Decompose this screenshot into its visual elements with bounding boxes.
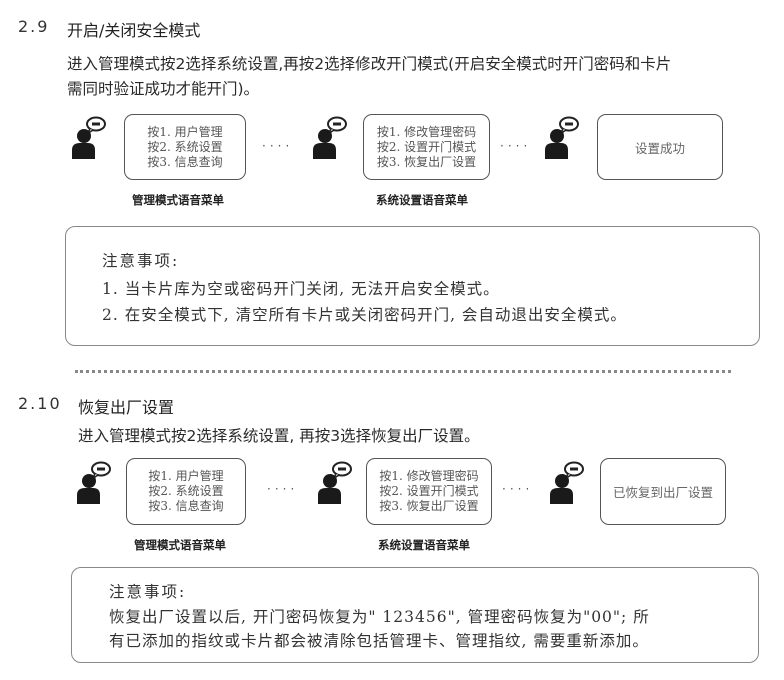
system-voice-menu-box: 按1. 修改管理密码 按2. 设置开门模式 按3. 恢复出厂设置 xyxy=(366,458,492,525)
system-menu-caption: 系统设置语音菜单 xyxy=(378,538,470,552)
section-number: 2.10 xyxy=(18,394,62,413)
section-number: 2.9 xyxy=(18,17,50,36)
notice-line: 2. 在安全模式下, 清空所有卡片或关闭密码开门, 会自动退出安全模式。 xyxy=(102,306,627,324)
notice-line: 1. 当卡片库为空或密码开门关闭, 无法开启安全模式。 xyxy=(102,280,500,298)
menu-option: 按1. 修改管理密码 xyxy=(379,469,479,483)
menu-option: 按1. 修改管理密码 xyxy=(376,124,477,139)
notice-line: 有已添加的指纹或卡片都会被清除包括管理卡、管理指纹, 需要重新添加。 xyxy=(109,632,649,650)
flow-connector: ···· xyxy=(267,482,299,496)
flow-connector: ···· xyxy=(262,139,294,153)
menu-option: 按2. 系统设置 xyxy=(148,484,224,498)
menu-option: 按3. 信息查询 xyxy=(148,499,224,513)
admin-voice-menu-box: 按1. 用户管理 按2. 系统设置 按3. 信息查询 xyxy=(124,114,246,180)
system-menu-caption: 系统设置语音菜单 xyxy=(376,193,468,207)
notice-title: 注意事项: xyxy=(102,252,180,270)
person-speaking-icon xyxy=(316,458,356,506)
notice-line: 恢复出厂设置以后, 开门密码恢复为" 123456", 管理密码恢复为"00";… xyxy=(109,608,650,626)
person-speaking-icon xyxy=(311,113,351,161)
menu-option: 按3. 恢复出厂设置 xyxy=(379,499,479,513)
person-speaking-icon xyxy=(70,113,110,161)
admin-menu-caption: 管理模式语音菜单 xyxy=(132,193,224,207)
system-voice-menu-box: 按1. 修改管理密码 按2. 设置开门模式 按3. 恢复出厂设置 xyxy=(363,114,490,180)
person-speaking-icon xyxy=(75,458,115,506)
person-speaking-icon xyxy=(548,458,588,506)
intro-line: 进入管理模式按2选择系统设置, 再按3选择恢复出厂设置。 xyxy=(78,427,480,445)
notice-box: 注意事项: 恢复出厂设置以后, 开门密码恢复为" 123456", 管理密码恢复… xyxy=(71,567,759,663)
intro-paragraph: 进入管理模式按2选择系统设置, 再按3选择恢复出厂设置。 xyxy=(78,424,480,449)
admin-menu-caption: 管理模式语音菜单 xyxy=(134,538,226,552)
menu-option: 按2. 系统设置 xyxy=(147,139,223,154)
menu-option: 按1. 用户管理 xyxy=(147,124,223,139)
notice-title: 注意事项: xyxy=(109,583,187,601)
flow-connector: ···· xyxy=(500,139,532,153)
menu-option: 按2. 设置开门模式 xyxy=(376,139,477,154)
menu-option: 按1. 用户管理 xyxy=(148,469,224,483)
intro-paragraph: 进入管理模式按2选择系统设置,再按2选择修改开门模式(开启安全模式时开门密码和卡… xyxy=(67,52,671,102)
menu-option: 按2. 设置开门模式 xyxy=(379,484,479,498)
section-title: 恢复出厂设置 xyxy=(78,398,175,417)
section-title: 开启/关闭安全模式 xyxy=(67,21,201,40)
intro-line: 进入管理模式按2选择系统设置,再按2选择修改开门模式(开启安全模式时开门密码和卡… xyxy=(67,55,672,73)
result-box: 已恢复到出厂设置 xyxy=(600,458,726,525)
admin-voice-menu-box: 按1. 用户管理 按2. 系统设置 按3. 信息查询 xyxy=(126,458,246,525)
intro-line: 需同时验证成功才能开门)。 xyxy=(67,80,260,98)
section-divider xyxy=(75,370,731,373)
flow-connector: ···· xyxy=(502,482,534,496)
menu-option: 按3. 恢复出厂设置 xyxy=(376,154,477,169)
menu-option: 按3. 信息查询 xyxy=(147,154,223,169)
notice-box: 注意事项: 1. 当卡片库为空或密码开门关闭, 无法开启安全模式。 2. 在安全… xyxy=(65,226,760,346)
person-speaking-icon xyxy=(543,113,583,161)
result-box: 设置成功 xyxy=(597,114,723,180)
